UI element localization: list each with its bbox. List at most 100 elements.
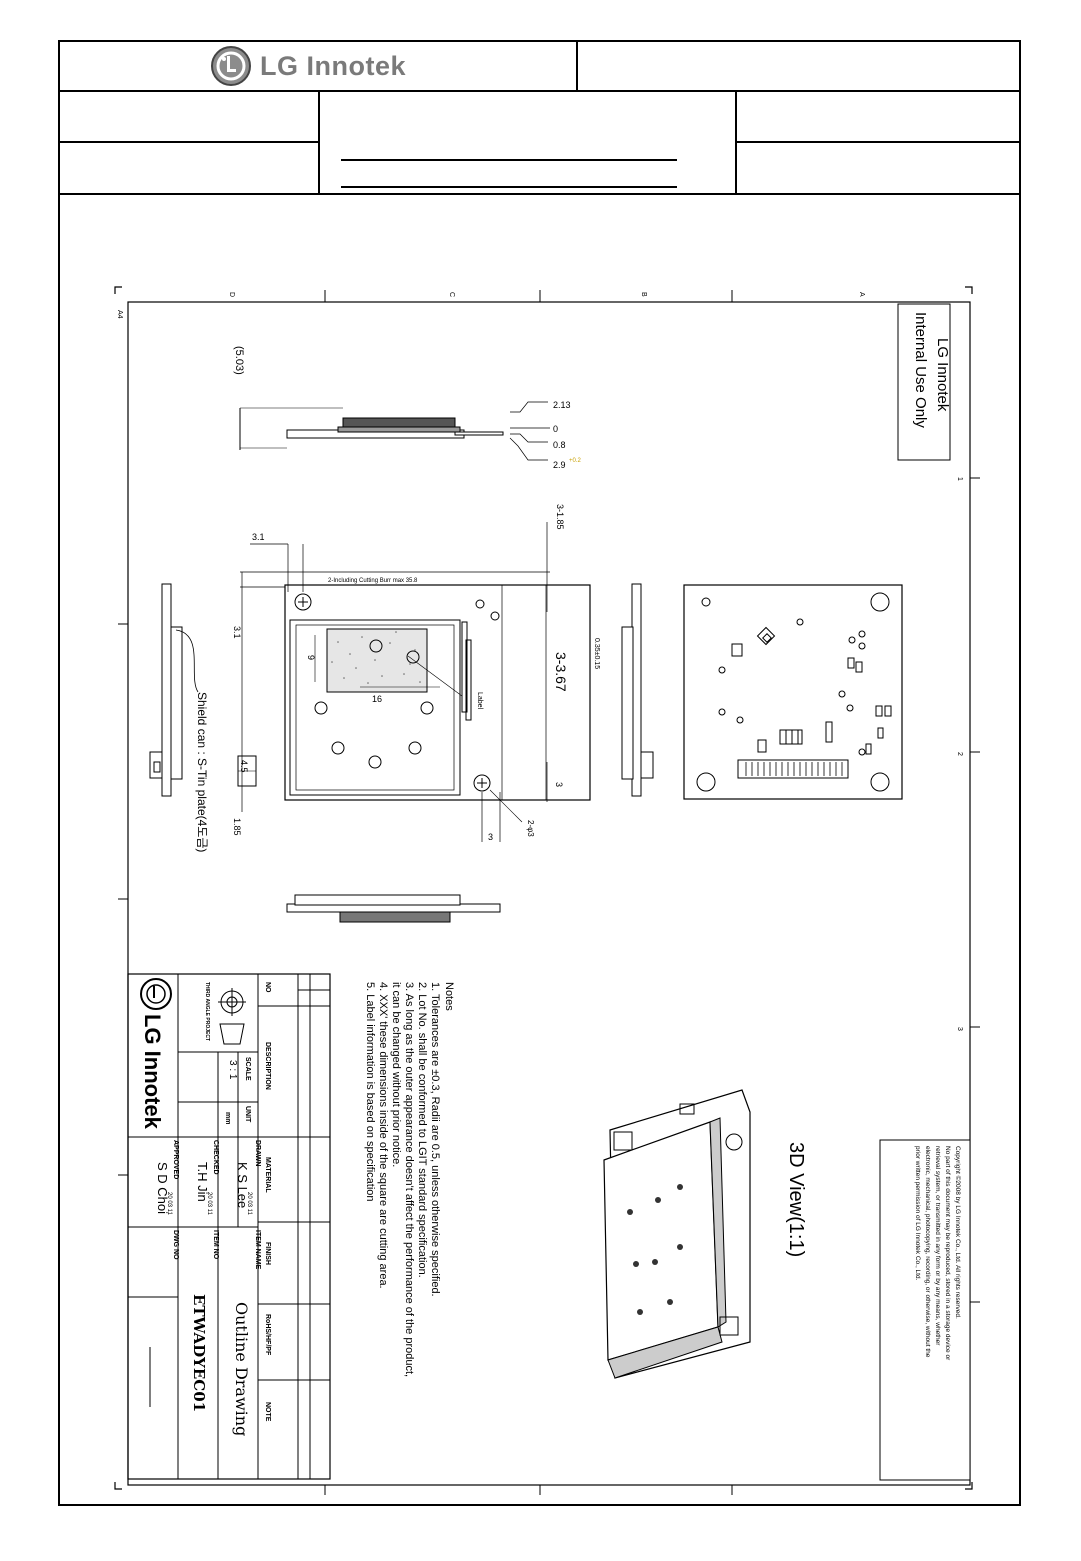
tb-lg-logo-icon bbox=[140, 978, 172, 1010]
dim-16: 16 bbox=[372, 694, 382, 704]
copyright-line-1: Copyright ©2008 by LG Innotek Co., Ltd. … bbox=[954, 1146, 962, 1319]
dim-9: 9 bbox=[306, 655, 316, 660]
header-blank-line-2 bbox=[341, 186, 677, 188]
tb-col-rohs: RoHS/HF/PF bbox=[264, 1314, 271, 1356]
dim-31-left: 3.1 bbox=[232, 626, 242, 639]
internal-use-line1: LG Innotek bbox=[934, 338, 951, 412]
dim-ref-503: (5.03) bbox=[233, 346, 245, 375]
note-4: 4. XXX' these dimensions inside of the s… bbox=[377, 982, 389, 1289]
header-left-divider bbox=[58, 141, 318, 143]
tb-drawn-label: DRAWN bbox=[254, 1140, 261, 1166]
right-side-view bbox=[621, 583, 654, 797]
title-block bbox=[127, 973, 331, 1480]
tb-logo: LG Innotek bbox=[140, 978, 172, 1130]
tb-scale-label: SCALE bbox=[244, 1057, 251, 1081]
tb-approved-name: S D Choi bbox=[155, 1162, 170, 1214]
tb-drawn-name: K S Lee bbox=[235, 1162, 250, 1208]
dim-29-tolerance: +0.2 bbox=[569, 458, 582, 464]
note-2: 2. Lot No. shall be conformed to LGIT st… bbox=[416, 982, 428, 1278]
lg-logo-icon bbox=[211, 46, 251, 86]
copyright-box bbox=[879, 1139, 971, 1481]
zone-number-3: 3 bbox=[956, 1027, 963, 1031]
tb-col-no: NO bbox=[264, 982, 271, 993]
document-frame bbox=[58, 40, 1021, 1506]
tb-checked-date: 20 03 11 bbox=[206, 1192, 212, 1216]
tb-col-material: MATERIAL bbox=[264, 1157, 271, 1193]
tb-logo-text: LG Innotek bbox=[140, 1014, 165, 1130]
header-divider-1 bbox=[58, 90, 1021, 92]
tb-checked-label: CHECKED bbox=[212, 1140, 219, 1175]
tb-col-description: DESCRIPTION bbox=[264, 1042, 271, 1090]
tb-checked-name: T.H Jin bbox=[195, 1162, 210, 1202]
tb-item-no-label: ITEM NO bbox=[212, 1230, 219, 1260]
dim-29: 2.9 bbox=[553, 460, 566, 470]
copyright-line-5: prior written permission of LG Innotek C… bbox=[914, 1146, 921, 1281]
header-blank-line-1 bbox=[341, 159, 677, 161]
tb-item-no: ETWADYEC01 bbox=[190, 1294, 208, 1412]
tb-scale-value: 3 : 1 bbox=[227, 1060, 238, 1080]
bottom-pcb-view bbox=[683, 584, 903, 800]
tb-approved-date: 20 03 11 bbox=[166, 1192, 172, 1216]
tb-item-name-label: ITEM NAME bbox=[254, 1230, 261, 1270]
tb-unit-value: mm bbox=[224, 1112, 231, 1124]
header-col-2 bbox=[318, 90, 320, 194]
zone-number-2: 2 bbox=[956, 752, 963, 756]
top-view bbox=[237, 522, 591, 842]
dim-08: 0.8 bbox=[553, 440, 566, 450]
company-logo: LG Innotek bbox=[210, 44, 406, 88]
notes: Notes 1. Tolerances are ±0.3, Radii are … bbox=[364, 982, 455, 1377]
bottom-side-view bbox=[286, 894, 501, 923]
note-3-cont: it can be changed without prior notice. bbox=[390, 982, 402, 1167]
dim-3-367: 3-3.67 bbox=[553, 652, 569, 692]
internal-use-box bbox=[897, 303, 951, 461]
note-1: 1. Tolerances are ±0.3, Radii are 0.5, u… bbox=[429, 982, 441, 1297]
3d-view bbox=[603, 1089, 751, 1379]
tb-projection: THIRD ANGLE PROJECT bbox=[204, 982, 210, 1041]
dim-3-right: 3 bbox=[554, 782, 564, 787]
header-col-3 bbox=[735, 90, 737, 194]
note-3: 3. As long as the outer appearance doesn… bbox=[403, 982, 415, 1377]
label-callout: Label bbox=[476, 692, 483, 710]
tb-col-note: NOTE bbox=[264, 1402, 271, 1422]
left-side-view bbox=[149, 583, 199, 797]
zone-label-a4: A4 bbox=[116, 310, 123, 319]
company-logo-text: LG Innotek bbox=[260, 50, 406, 81]
copyright-line-4: electronic, mechanical, photocopying, re… bbox=[924, 1146, 931, 1358]
dim-185: 1.85 bbox=[232, 818, 242, 836]
label-area bbox=[326, 628, 428, 693]
projection-symbol bbox=[218, 988, 246, 1045]
tb-drawn-date: 20 03 11 bbox=[246, 1192, 252, 1216]
dim-035: 0.35±0.15 bbox=[593, 638, 600, 669]
tb-approved-label: APPROVED bbox=[172, 1140, 179, 1179]
zone-label-c: C bbox=[448, 292, 455, 297]
tb-col-finish: FINISH bbox=[264, 1242, 271, 1265]
notes-title: Notes bbox=[443, 982, 455, 1011]
copyright-line-2: No part of this document may be reproduc… bbox=[944, 1146, 951, 1361]
zone-label-b: B bbox=[640, 292, 647, 297]
dim-3-bottom: 3 bbox=[488, 832, 493, 842]
zone-ticks bbox=[118, 290, 980, 1495]
header-divider-2 bbox=[58, 193, 1021, 195]
copyright-line-3: retrieval system, or transmitted in any … bbox=[934, 1146, 941, 1346]
zone-label-a: A bbox=[858, 292, 865, 297]
dim-hole: 2-φ3 bbox=[526, 820, 535, 837]
side-profile-view bbox=[239, 401, 550, 461]
3d-view-label: 3D View(1:1) bbox=[785, 1142, 807, 1257]
header-right-divider bbox=[735, 141, 1021, 143]
outline-drawing: A4 D C B A 1 2 3 4 LG Innotek Internal U… bbox=[114, 286, 980, 1495]
shield-can-note: Shield can : S-Tin plate(4도금) bbox=[195, 692, 209, 852]
copyright-text: Copyright ©2008 by LG Innotek Co., Ltd. … bbox=[914, 1146, 962, 1361]
zone-label-d: D bbox=[228, 292, 235, 297]
internal-use-line2: Internal Use Only bbox=[912, 312, 929, 428]
header-col-1 bbox=[576, 40, 578, 91]
zone-number-1: 1 bbox=[956, 477, 963, 481]
dim-45: 4.5 bbox=[239, 760, 249, 773]
dim-31-top: 3.1 bbox=[252, 532, 265, 542]
tb-unit-label: UNIT bbox=[244, 1106, 251, 1123]
dim-213: 2.13 bbox=[553, 400, 571, 410]
dim-3-185: 3-1.85 bbox=[555, 504, 565, 530]
tb-item-name: Outline Drawing bbox=[232, 1302, 251, 1436]
dim-0: 0 bbox=[553, 424, 558, 434]
tb-dwg-no-label: DWG NO bbox=[172, 1230, 179, 1260]
drawing-border bbox=[127, 301, 971, 1486]
